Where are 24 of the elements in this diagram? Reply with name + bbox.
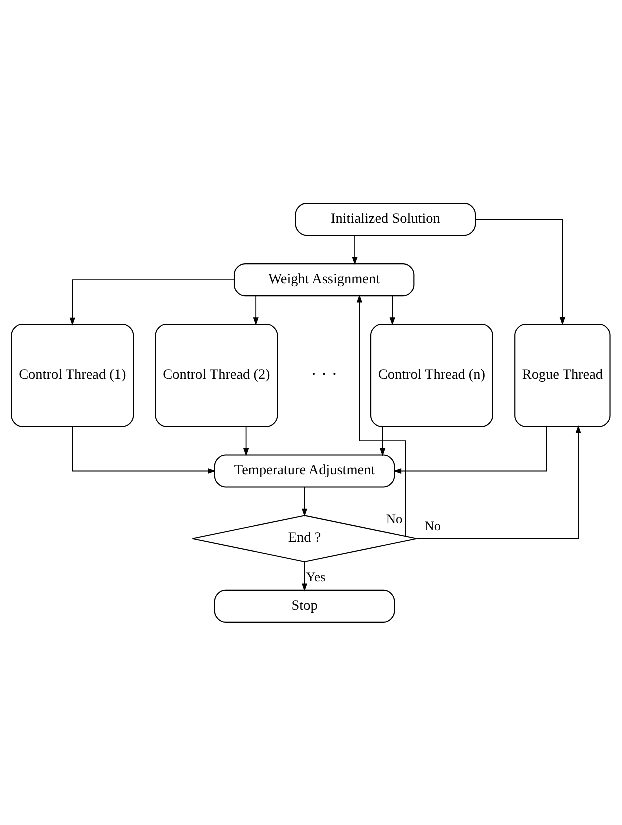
arrow xyxy=(70,279,235,326)
node-box: Control Thread (n) xyxy=(370,323,494,427)
arrow xyxy=(380,426,386,456)
node-box: Control Thread (1) xyxy=(11,323,134,427)
node-box: Stop xyxy=(214,589,396,622)
edge-label: No xyxy=(424,518,442,534)
arrow xyxy=(356,294,406,536)
arrow xyxy=(302,486,308,516)
node-box: Control Thread (2) xyxy=(155,323,278,427)
arrow xyxy=(475,218,566,325)
label: · · · xyxy=(311,364,338,384)
node-box: Rogue Thread xyxy=(514,323,611,427)
arrow xyxy=(302,561,308,592)
arrow xyxy=(253,295,259,326)
arrow xyxy=(390,295,396,326)
arrow xyxy=(72,426,216,474)
arrow xyxy=(394,426,548,474)
arrow xyxy=(416,425,582,539)
node-box: Weight Assignment xyxy=(234,263,415,296)
node-box: Temperature Adjustment xyxy=(214,454,396,488)
arrow xyxy=(244,426,250,456)
arrow xyxy=(352,234,358,265)
edge-label: Yes xyxy=(306,568,326,584)
node-box: Initialized Solution xyxy=(295,202,476,236)
